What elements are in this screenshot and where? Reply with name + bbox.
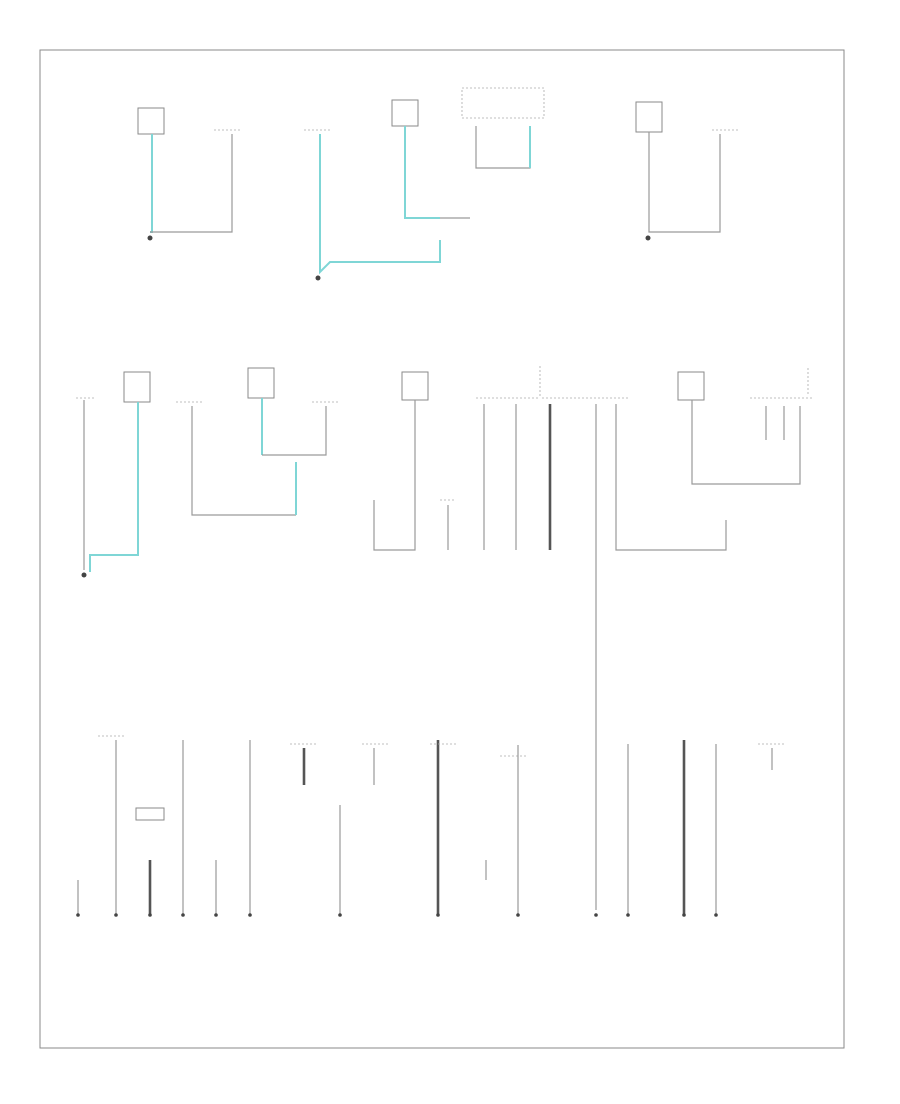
ground-point [436, 913, 440, 917]
ground-point [682, 913, 686, 917]
wire [691, 400, 801, 485]
ground-point [214, 913, 218, 917]
ground-point [147, 235, 153, 241]
top-row [137, 87, 738, 281]
bottom-row [76, 735, 784, 917]
ground-point [594, 913, 598, 917]
component-block [123, 371, 151, 403]
ground-point [338, 913, 342, 917]
ground-point [114, 913, 118, 917]
ground-point [181, 913, 185, 917]
middle-row [76, 366, 812, 910]
ground-point [315, 275, 321, 281]
wire-highlight [150, 134, 153, 233]
wire [262, 406, 327, 456]
wire [373, 400, 416, 551]
diagram-frame [39, 49, 845, 1049]
wire [150, 134, 233, 233]
component-block [635, 101, 663, 133]
wire [648, 132, 721, 233]
component-outline [461, 87, 545, 119]
wire [615, 404, 727, 551]
wire [475, 126, 531, 169]
component-block [391, 99, 419, 127]
component-block [677, 371, 705, 401]
wire-highlight [89, 402, 139, 572]
ground-point [626, 913, 630, 917]
ground-point [81, 572, 87, 578]
ground-point [148, 913, 152, 917]
ground-point [516, 913, 520, 917]
component-block [247, 367, 275, 399]
wire-highlight [404, 126, 440, 219]
ground-point [76, 913, 80, 917]
ground-point [645, 235, 651, 241]
ground-point [248, 913, 252, 917]
component-block [401, 371, 429, 401]
component-block [135, 807, 165, 821]
ground-point [714, 913, 718, 917]
wire [191, 406, 296, 516]
component-block [137, 107, 165, 135]
wire-highlight [319, 134, 441, 275]
